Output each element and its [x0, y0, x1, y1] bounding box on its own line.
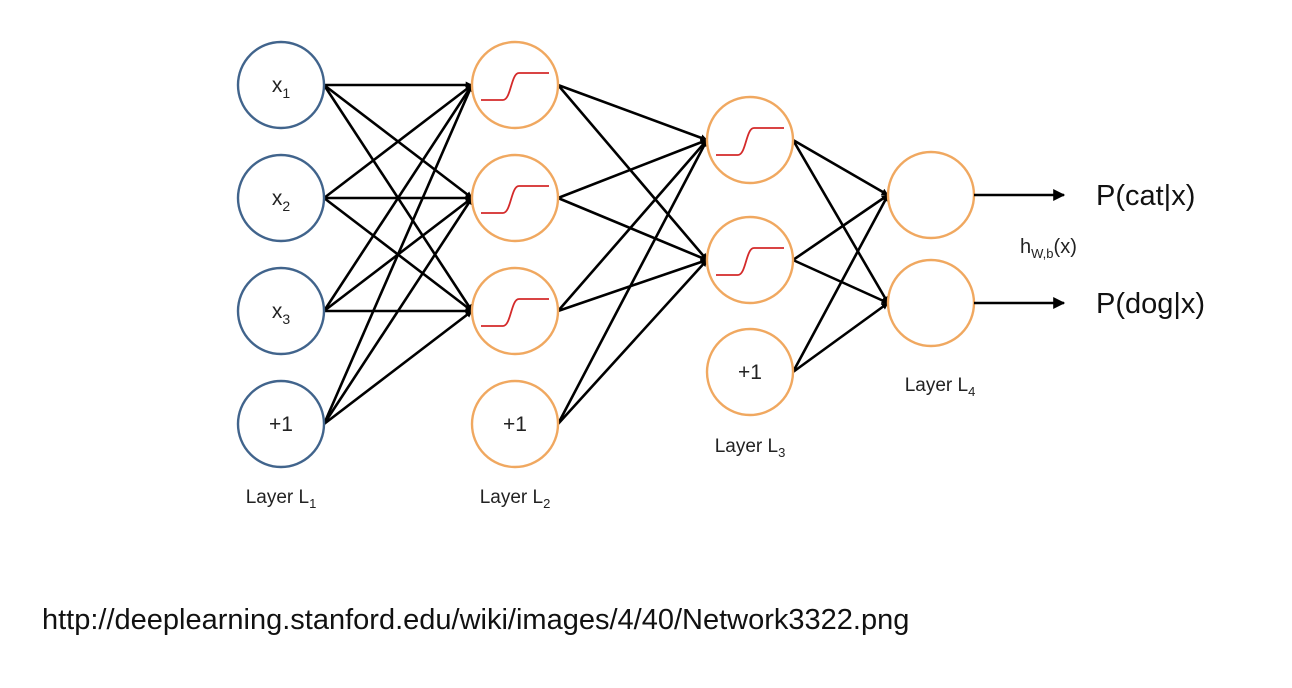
network-nodes: x1 x2 x3 +1 +1 +1 [236, 40, 976, 469]
sigmoid-icon [716, 127, 784, 156]
input-node-circle [236, 266, 326, 356]
edge-L2-1-to-L3-1 [557, 83, 708, 142]
node-label: x2 [272, 187, 291, 214]
neuron-node-circle [886, 150, 976, 240]
edge-L3-1-to-L4-1 [792, 138, 889, 197]
neuron-node-circle [886, 258, 976, 348]
edge-L1-4-to-L2-3 [323, 309, 473, 426]
neuron-node-circle [470, 153, 560, 243]
layer-label-L3: Layer L3 [715, 436, 786, 460]
edge-L3-3-to-L4-1 [791, 194, 890, 373]
output-labels: P(cat|x) P(dog|x) hW,b(x) [974, 180, 1205, 320]
input-node-circle [236, 153, 326, 243]
edge-L2-3-to-L3-2 [557, 258, 708, 313]
layer-label-L4: Layer L4 [905, 375, 976, 399]
sigmoid-icon [481, 298, 549, 327]
input-node-circle [236, 40, 326, 130]
edge-L1-3-to-L2-1 [322, 84, 474, 312]
node-label: x3 [272, 300, 291, 327]
neuron-node-circle [705, 327, 795, 417]
edge-L1-2-to-L2-1 [323, 83, 473, 200]
hypothesis-label: hW,b(x) [1020, 236, 1077, 261]
neuron-node-circle [705, 95, 795, 185]
edge-L3-2-to-L4-1 [792, 193, 889, 262]
neuron-node-circle [470, 40, 560, 130]
layer-label-L1: Layer L1 [246, 487, 317, 511]
edge-L2-1-to-L3-2 [557, 84, 708, 261]
edge-L2-4-to-L3-2 [557, 259, 708, 425]
node-L2-3 [470, 266, 560, 356]
node-L3-3: +1 [705, 327, 795, 417]
node-label: +1 [738, 361, 762, 384]
node-L2-4: +1 [470, 379, 560, 469]
node-L2-2 [470, 153, 560, 243]
connection-edges [322, 81, 890, 426]
node-L3-2 [705, 215, 795, 305]
layer-labels: Layer L1 Layer L2 Layer L3 Layer L4 [246, 375, 976, 511]
neuron-node-circle [705, 215, 795, 305]
source-url-text: http://deeplearning.stanford.edu/wiki/im… [42, 604, 910, 636]
output-probability-label: P(cat|x) [1096, 180, 1195, 212]
sigmoid-icon [481, 185, 549, 214]
output-probability-label: P(dog|x) [1096, 288, 1205, 320]
edge-L1-4-to-L2-1 [322, 84, 474, 425]
neuron-node-circle [470, 266, 560, 356]
node-label: x1 [272, 74, 291, 101]
node-L1-2: x2 [236, 153, 326, 243]
node-L4-2 [886, 258, 976, 348]
node-label: +1 [503, 413, 527, 436]
edge-L3-3-to-L4-2 [792, 301, 889, 374]
sigmoid-icon [716, 247, 784, 276]
layer-label-L2: Layer L2 [480, 487, 551, 511]
node-label: +1 [269, 413, 293, 436]
edge-L2-2-to-L3-2 [557, 196, 708, 262]
node-L1-1: x1 [236, 40, 326, 130]
edge-L3-1-to-L4-2 [791, 139, 890, 304]
edge-L1-4-to-L2-2 [322, 197, 474, 425]
edge-L2-3-to-L3-1 [557, 139, 708, 312]
node-L2-1 [470, 40, 560, 130]
input-node-circle [236, 379, 326, 469]
edge-L2-4-to-L3-1 [556, 139, 709, 425]
sigmoid-icon [481, 72, 549, 101]
node-L1-4: +1 [236, 379, 326, 469]
node-L3-1 [705, 95, 795, 185]
edge-L2-2-to-L3-1 [557, 138, 708, 200]
neuron-node-circle [470, 379, 560, 469]
node-L4-1 [886, 150, 976, 240]
node-L1-3: x3 [236, 266, 326, 356]
